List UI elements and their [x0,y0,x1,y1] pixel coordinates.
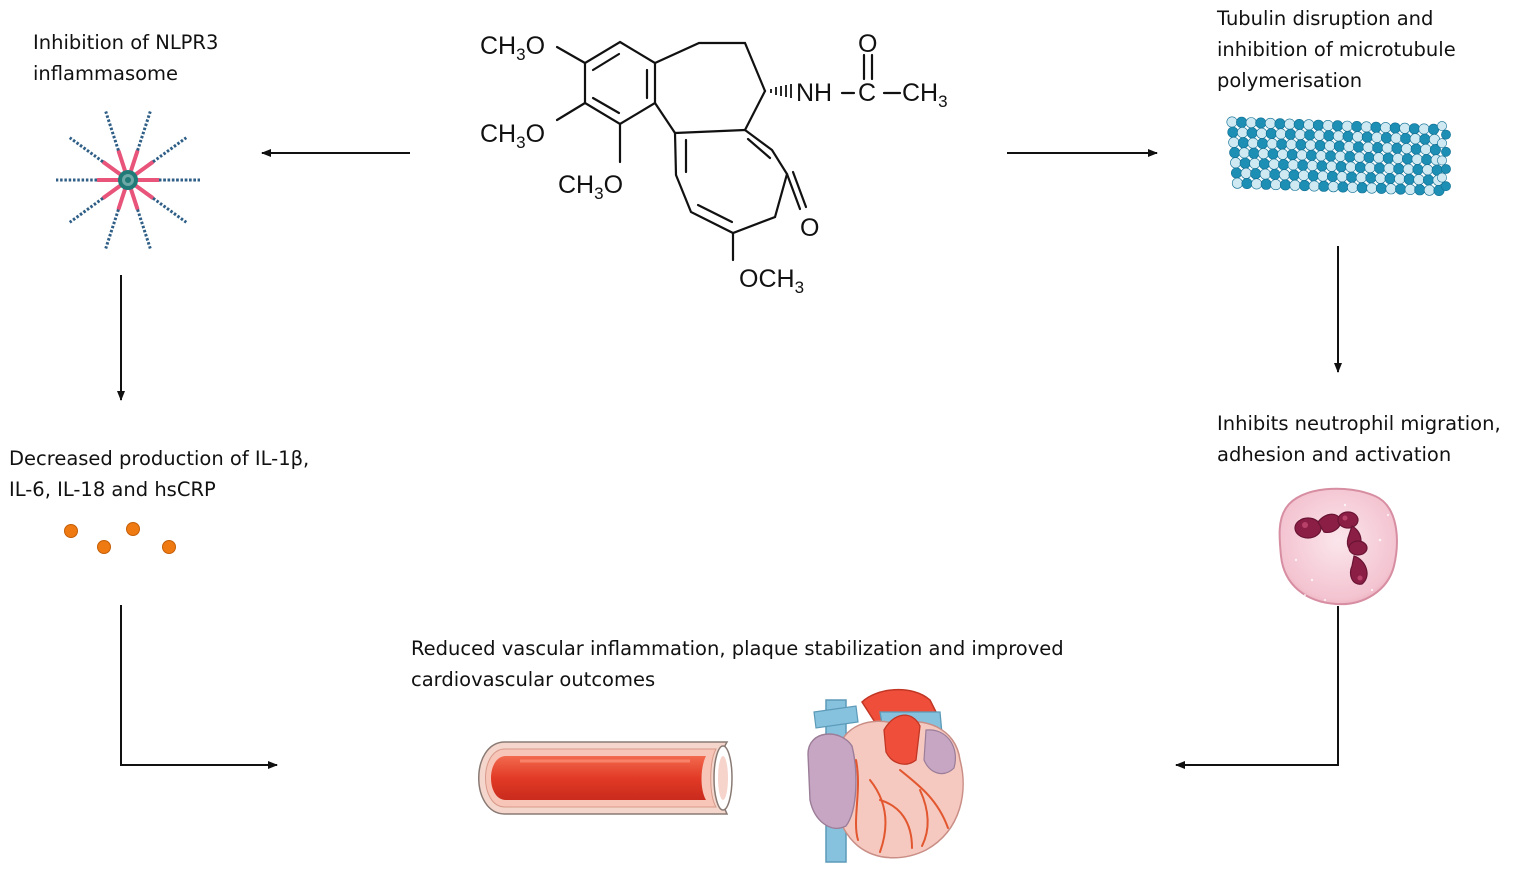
tubulin-label-line-2: inhibition of microtubule [1217,38,1456,61]
outcome-label: Reduced vascular inflammation, plaque st… [411,633,1064,695]
cytokine-dots-icon [64,522,176,554]
tubulin-label-line-1: Tubulin disruption and [1217,7,1434,30]
ketone-o-label: O [800,214,819,242]
tubulin-end-subunit [1441,164,1451,174]
nlrp3-label: Inhibition of NLPR3 inflammasome [33,27,218,89]
tubulin-end-subunit [1437,138,1447,149]
tubulin-end-subunit [1441,181,1451,192]
tubulin-label: Tubulin disruption and inhibition of mic… [1217,3,1456,96]
tubulin-label-line-3: polymerisation [1217,69,1363,92]
microtubule-icon [1226,116,1451,197]
tubulin-end-subunit [1441,146,1451,157]
neutrophil-label-line-2: adhesion and activation [1217,443,1452,466]
neutrophil-icon [1278,487,1398,606]
arrows [117,149,1342,769]
outcome-label-line-1: Reduced vascular inflammation, plaque st… [411,637,1064,660]
acetyl-ch3-label: CH3 [902,79,948,111]
amide-c-label: C [858,79,876,107]
methoxy-label-3: CH3O [558,171,623,203]
stereo-hash-bond [770,84,792,98]
blood-vessel-icon [478,741,733,815]
tubulin-end-subunit [1437,121,1447,131]
outcome-label-line-2: cardiovascular outcomes [411,668,656,691]
neutrophil-label: Inhibits neutrophil migration, adhesion … [1217,408,1501,470]
nlrp3-label-line-2: inflammasome [33,62,179,85]
carbonyl-o-label: O [858,30,877,58]
cytokines-label-line-1: Decreased production of IL-1β, [9,447,310,470]
nlrp3-label-line-1: Inhibition of NLPR3 [33,31,219,54]
amide-nh-label: NH [796,79,832,107]
tubulin-end-subunit [1441,129,1451,140]
methoxy-label-1: CH3O [480,32,545,64]
cytokines-label: Decreased production of IL-1β, IL-6, IL-… [9,443,309,505]
tubulin-end-subunit [1437,155,1447,166]
tubulin-end-subunit [1437,172,1447,183]
heart-icon [807,688,964,863]
arrow-cytokines-to-outcome [120,605,278,769]
inflammasome-icon [54,109,202,251]
arrow-neutrophil-to-outcome [1175,606,1339,769]
cytokines-label-line-2: IL-6, IL-18 and hsCRP [9,478,216,501]
methoxy-label-2: CH3O [480,120,545,152]
methoxy-label-4: OCH3 [739,265,804,297]
neutrophil-label-line-1: Inhibits neutrophil migration, [1217,412,1501,435]
